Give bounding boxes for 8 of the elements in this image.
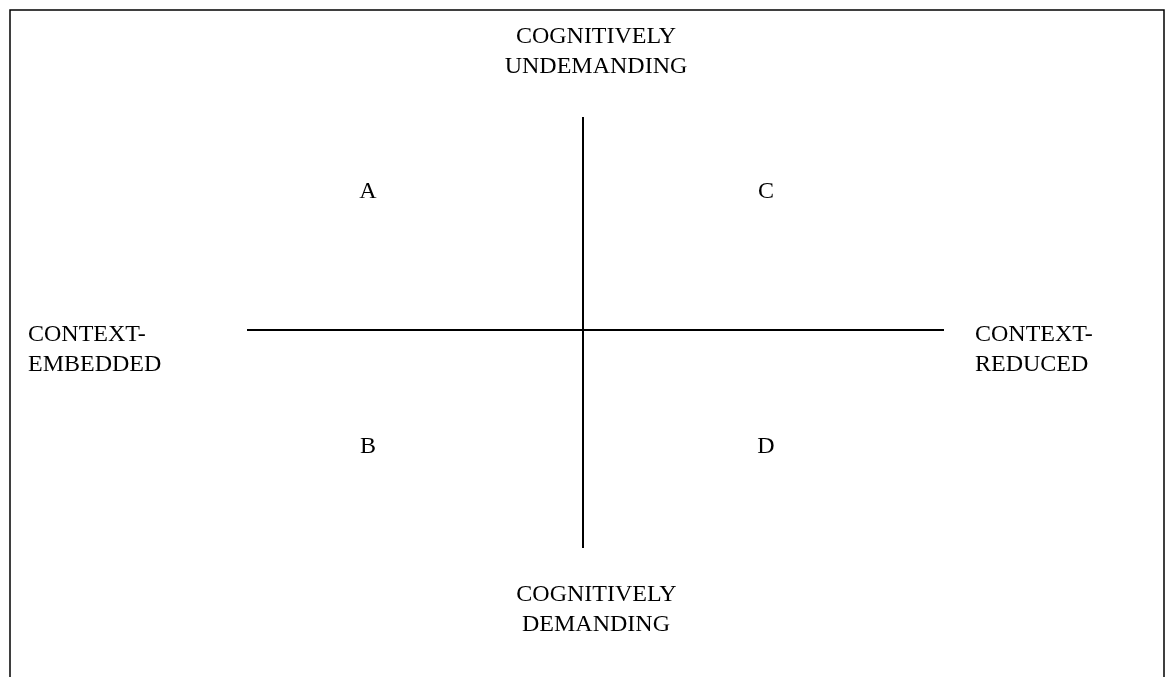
- quadrant-letter: D: [757, 431, 775, 460]
- axis-label: CONTEXT- EMBEDDED: [28, 319, 162, 378]
- axis-label: CONTEXT- REDUCED: [975, 319, 1093, 378]
- quadrant-letter: A: [359, 176, 377, 205]
- quadrant-letter: B: [360, 431, 376, 460]
- axis-label: COGNITIVELY UNDEMANDING: [504, 21, 688, 80]
- quadrant-letter: C: [758, 176, 774, 205]
- axis-label: COGNITIVELY DEMANDING: [516, 579, 676, 638]
